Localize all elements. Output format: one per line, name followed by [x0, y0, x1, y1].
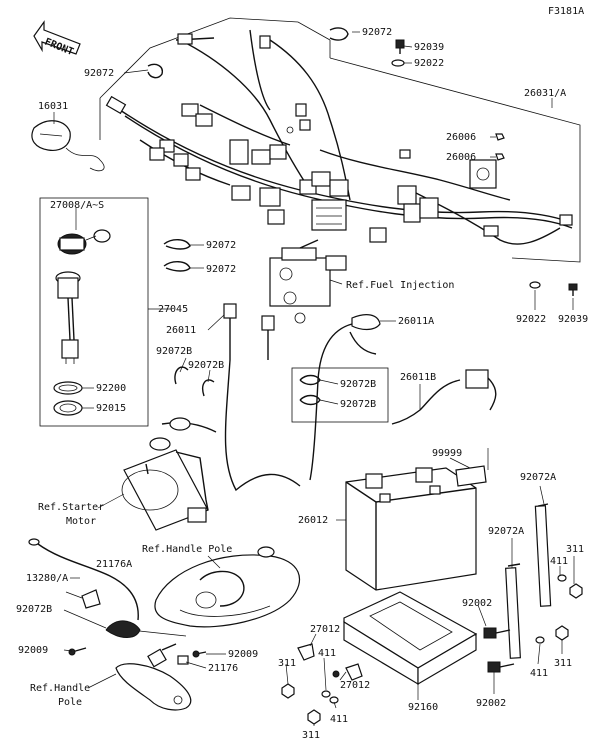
bolt-92039-top — [395, 39, 405, 54]
label-21176: 21176 — [208, 663, 238, 674]
clamp-92072B-left — [174, 366, 215, 397]
cable-26011A — [309, 314, 381, 481]
clamp-92072-top — [329, 27, 349, 41]
label-ref-starter-1: Ref.Starter — [38, 502, 104, 513]
nut-311-mid — [555, 625, 569, 641]
strap-92072A — [505, 503, 552, 659]
bolt-92002-a — [483, 627, 511, 639]
clamp-92072-mid-1 — [163, 239, 191, 250]
label-13280: 13280/A — [26, 573, 68, 584]
nut-92015 — [53, 400, 83, 416]
washer-411-mid — [535, 636, 545, 644]
front-arrow-icon: FRONT — [33, 20, 81, 58]
label-92022-right: 92022 — [516, 314, 546, 325]
label-311-d: 311 — [554, 658, 572, 669]
label-92002-a: 92002 — [462, 598, 492, 609]
label-26031A: 26031/A — [524, 88, 566, 99]
washer-411-right — [557, 574, 567, 582]
label-26011B: 26011B — [400, 372, 436, 383]
label-92072B-c2: 92072B — [340, 399, 376, 410]
starter-motor — [121, 417, 217, 531]
label-411-d: 411 — [530, 668, 548, 679]
bolt-92039-right — [568, 283, 578, 296]
cable-26011 — [223, 303, 301, 492]
box-27045 — [39, 197, 149, 427]
label-92039-right: 92039 — [558, 314, 588, 325]
label-27012-a: 27012 — [310, 624, 340, 635]
label-26012: 26012 — [298, 515, 328, 526]
label-311-a: 311 — [566, 544, 584, 555]
label-ref-handle-pole-top: Ref.Handle Pole — [142, 544, 232, 555]
clamp-92072-mid-2 — [163, 261, 191, 272]
label-92072-mid-2: 92072 — [206, 264, 236, 275]
fuel-injection-relay — [269, 239, 347, 324]
label-ref-handle-pole-2: Pole — [58, 697, 82, 708]
nuts-311-bottom — [281, 683, 339, 725]
terminal-21176 — [147, 643, 189, 668]
label-411-b: 411 — [318, 648, 336, 659]
box-92072B-08 — [291, 367, 389, 423]
screw-92009-right — [192, 650, 207, 658]
label-92072B-l1: 92072B — [156, 346, 192, 357]
label-ref-fuel-injection: Ref.Fuel Injection — [346, 280, 454, 291]
label-92072-left: 92072 — [84, 68, 114, 79]
label-26011: 26011 — [166, 325, 196, 336]
label-ref-handle-pole-1: Ref.Handle — [30, 683, 90, 694]
grommet-26006 — [495, 133, 505, 161]
label-92072-top: 92072 — [362, 27, 392, 38]
clamp-92072B-bottom — [105, 620, 141, 638]
terminal-27012 — [297, 643, 363, 681]
label-411-c: 411 — [330, 714, 348, 725]
main-harness — [99, 17, 581, 263]
label-27045: 27045 — [158, 304, 188, 315]
handle-pole-plate — [115, 663, 192, 711]
clamp-92072-left — [147, 63, 163, 79]
label-99999: 99999 — [432, 448, 462, 459]
label-21176A: 21176A — [96, 559, 132, 570]
callout-labels: 92072 92039 92022 92072 16031 26031/A 26… — [16, 27, 588, 741]
handle-pole-cover — [129, 546, 301, 637]
label-27008: 27008/A~S — [50, 200, 104, 211]
label-26006-a: 26006 — [446, 132, 476, 143]
screw-92009-left — [68, 647, 87, 656]
washer-92200 — [53, 381, 83, 395]
label-411-a: 411 — [550, 556, 568, 567]
label-92009-a: 92009 — [18, 645, 48, 656]
washer-92022-right — [529, 281, 541, 289]
label-311-b: 311 — [278, 658, 296, 669]
washer-92022-top — [391, 59, 405, 67]
battery-tray-92160 — [343, 591, 478, 686]
label-92072A-top: 92072A — [520, 472, 556, 483]
battery-26012 — [345, 465, 487, 591]
label-27012-b: 27012 — [340, 680, 370, 691]
label-92160: 92160 — [408, 702, 438, 713]
bolt-92002-b — [487, 661, 515, 673]
label-92072-mid-1: 92072 — [206, 240, 236, 251]
label-92072B-l2: 92072B — [188, 360, 224, 371]
label-26011A: 26011A — [398, 316, 434, 327]
nut-311-right — [569, 583, 583, 599]
label-92002-b: 92002 — [476, 698, 506, 709]
label-92022-top: 92022 — [414, 58, 444, 69]
label-92072B-bottom: 92072B — [16, 604, 52, 615]
figure-id: F3181A — [548, 6, 584, 17]
label-92039-top: 92039 — [414, 42, 444, 53]
label-92009-b: 92009 — [228, 649, 258, 660]
label-92200: 92200 — [96, 383, 126, 394]
bracket-13280 — [81, 589, 101, 609]
ignition-switch-27008 — [55, 229, 111, 364]
label-16031: 16031 — [38, 101, 68, 112]
cover-16031 — [31, 120, 105, 172]
label-26006-b: 26006 — [446, 152, 476, 163]
label-92072A-mid: 92072A — [488, 526, 524, 537]
leader-lines — [53, 31, 575, 726]
cable-21176A — [28, 538, 139, 621]
label-311-c: 311 — [302, 730, 320, 741]
label-92072B-c1: 92072B — [340, 379, 376, 390]
label-ref-starter-2: Motor — [66, 516, 96, 527]
label-92015: 92015 — [96, 403, 126, 414]
